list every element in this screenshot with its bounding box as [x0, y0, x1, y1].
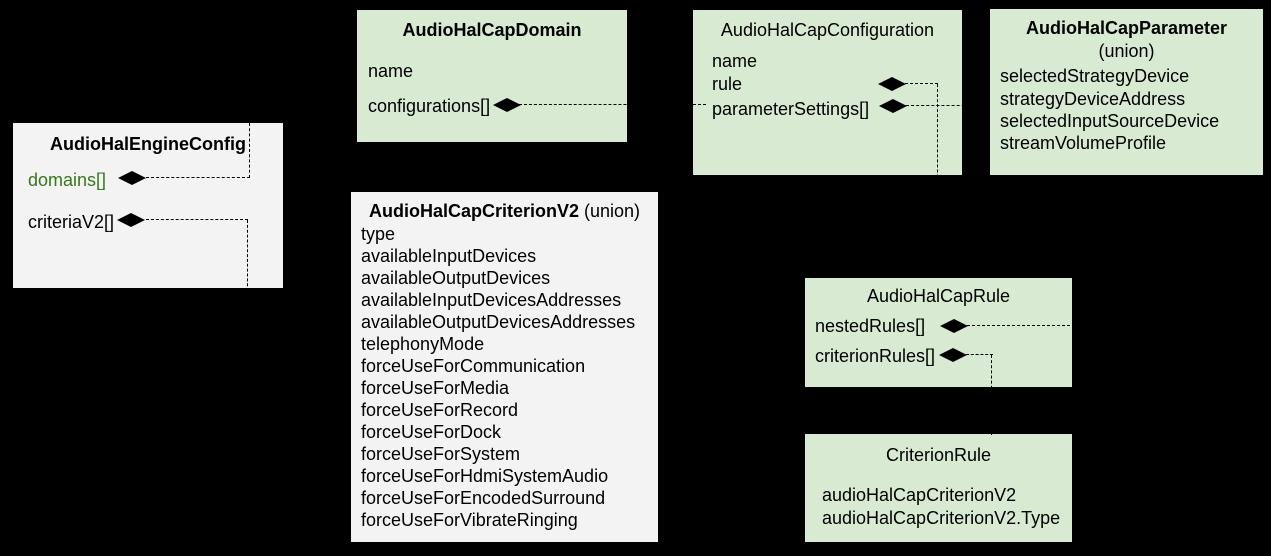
field-available-output-devices-addresses: availableOutputDevicesAddresses	[361, 312, 636, 332]
connector-nested-rules-h	[967, 325, 1080, 326]
field-audio-hal-cap-criterion-v2: audioHalCapCriterionV2	[822, 485, 1017, 505]
field-force-use-for-dock: forceUseForDock	[361, 422, 502, 442]
box-title: AudioHalCapConfiguration	[720, 20, 935, 40]
composition-diamond-icon	[117, 213, 145, 227]
connector-criterion-rules-v	[991, 355, 992, 435]
field-configurations: configurations[]	[368, 96, 491, 116]
box-audio-hal-cap-configuration: AudioHalCapConfiguration name rule param…	[693, 10, 962, 175]
field-criterion-rules: criterionRules[]	[815, 346, 936, 366]
field-type: type	[361, 224, 396, 244]
field-force-use-for-hdmi-system-audio: forceUseForHdmiSystemAudio	[361, 466, 609, 486]
box-criterion-rule: CriterionRule audioHalCapCriterionV2 aud…	[805, 434, 1072, 542]
composition-diamond-icon	[940, 319, 968, 333]
connector-parameter-settings-h	[906, 105, 990, 106]
box-audio-hal-engine-config: AudioHalEngineConfig domains[] criteriaV…	[13, 123, 283, 288]
box-title: AudioHalCapDomain	[402, 20, 582, 40]
field-selected-strategy-device: selectedStrategyDevice	[1000, 66, 1190, 86]
box-title: AudioHalCapParameter	[1025, 18, 1228, 38]
field-stream-volume-profile: streamVolumeProfile	[1000, 133, 1167, 153]
box-audio-hal-cap-rule: AudioHalCapRule nestedRules[] criterionR…	[805, 278, 1072, 387]
composition-diamond-icon	[118, 171, 146, 185]
field-parameter-settings: parameterSettings[]	[712, 99, 870, 119]
field-force-use-for-record: forceUseForRecord	[361, 400, 519, 420]
field-force-use-for-media: forceUseForMedia	[361, 378, 510, 398]
connector-rule-h	[905, 83, 938, 84]
box-audio-hal-cap-criterion-v2: AudioHalCapCriterionV2(union) type avail…	[351, 192, 658, 542]
composition-diamond-icon	[939, 348, 967, 362]
field-available-input-devices-addresses: availableInputDevicesAddresses	[361, 290, 622, 310]
box-audio-hal-cap-parameter: AudioHalCapParameter (union) selectedStr…	[990, 9, 1263, 175]
connector-configurations-h	[519, 104, 706, 105]
field-strategy-device-address: strategyDeviceAddress	[1000, 89, 1186, 109]
field-force-use-for-communication: forceUseForCommunication	[361, 356, 586, 376]
field-audio-hal-cap-criterion-v2-type: audioHalCapCriterionV2.Type	[822, 508, 1061, 528]
field-force-use-for-encoded-surround: forceUseForEncodedSurround	[361, 488, 606, 508]
field-force-use-for-vibrate-ringing: forceUseForVibrateRinging	[361, 510, 578, 530]
field-selected-input-source-device: selectedInputSourceDevice	[1000, 111, 1220, 131]
connector-domains-v	[249, 123, 250, 178]
box-title: AudioHalCapCriterionV2(union)	[351, 201, 658, 222]
field-available-output-devices: availableOutputDevices	[361, 268, 551, 288]
connector-criteria-v2-h	[146, 219, 248, 220]
field-available-input-devices: availableInputDevices	[361, 246, 537, 266]
field-name: name	[712, 51, 758, 71]
box-title: CriterionRule	[885, 445, 992, 465]
composition-diamond-icon	[879, 99, 907, 113]
box-title: AudioHalEngineConfig	[50, 134, 246, 154]
field-force-use-for-system: forceUseForSystem	[361, 444, 521, 464]
box-subtitle: (union)	[1098, 41, 1155, 61]
connector-rule-v	[937, 84, 938, 278]
field-domains: domains[]	[28, 170, 107, 190]
connector-domains-h	[146, 177, 250, 178]
connector-criterion-rules-h	[966, 354, 993, 355]
box-title-union: (union)	[584, 201, 641, 221]
field-name: name	[368, 61, 414, 81]
composition-diamond-icon	[493, 98, 521, 112]
box-title-name: AudioHalCapCriterionV2	[368, 201, 579, 221]
field-telephony-mode: telephonyMode	[361, 334, 485, 354]
box-audio-hal-cap-domain: AudioHalCapDomain name configurations[]	[357, 10, 627, 142]
connector-criteria-v2-v	[247, 220, 248, 296]
field-rule: rule	[712, 74, 743, 94]
field-criteria-v2: criteriaV2[]	[28, 212, 115, 232]
composition-diamond-icon	[878, 77, 906, 91]
field-nested-rules: nestedRules[]	[815, 316, 926, 336]
box-title: AudioHalCapRule	[866, 286, 1011, 306]
